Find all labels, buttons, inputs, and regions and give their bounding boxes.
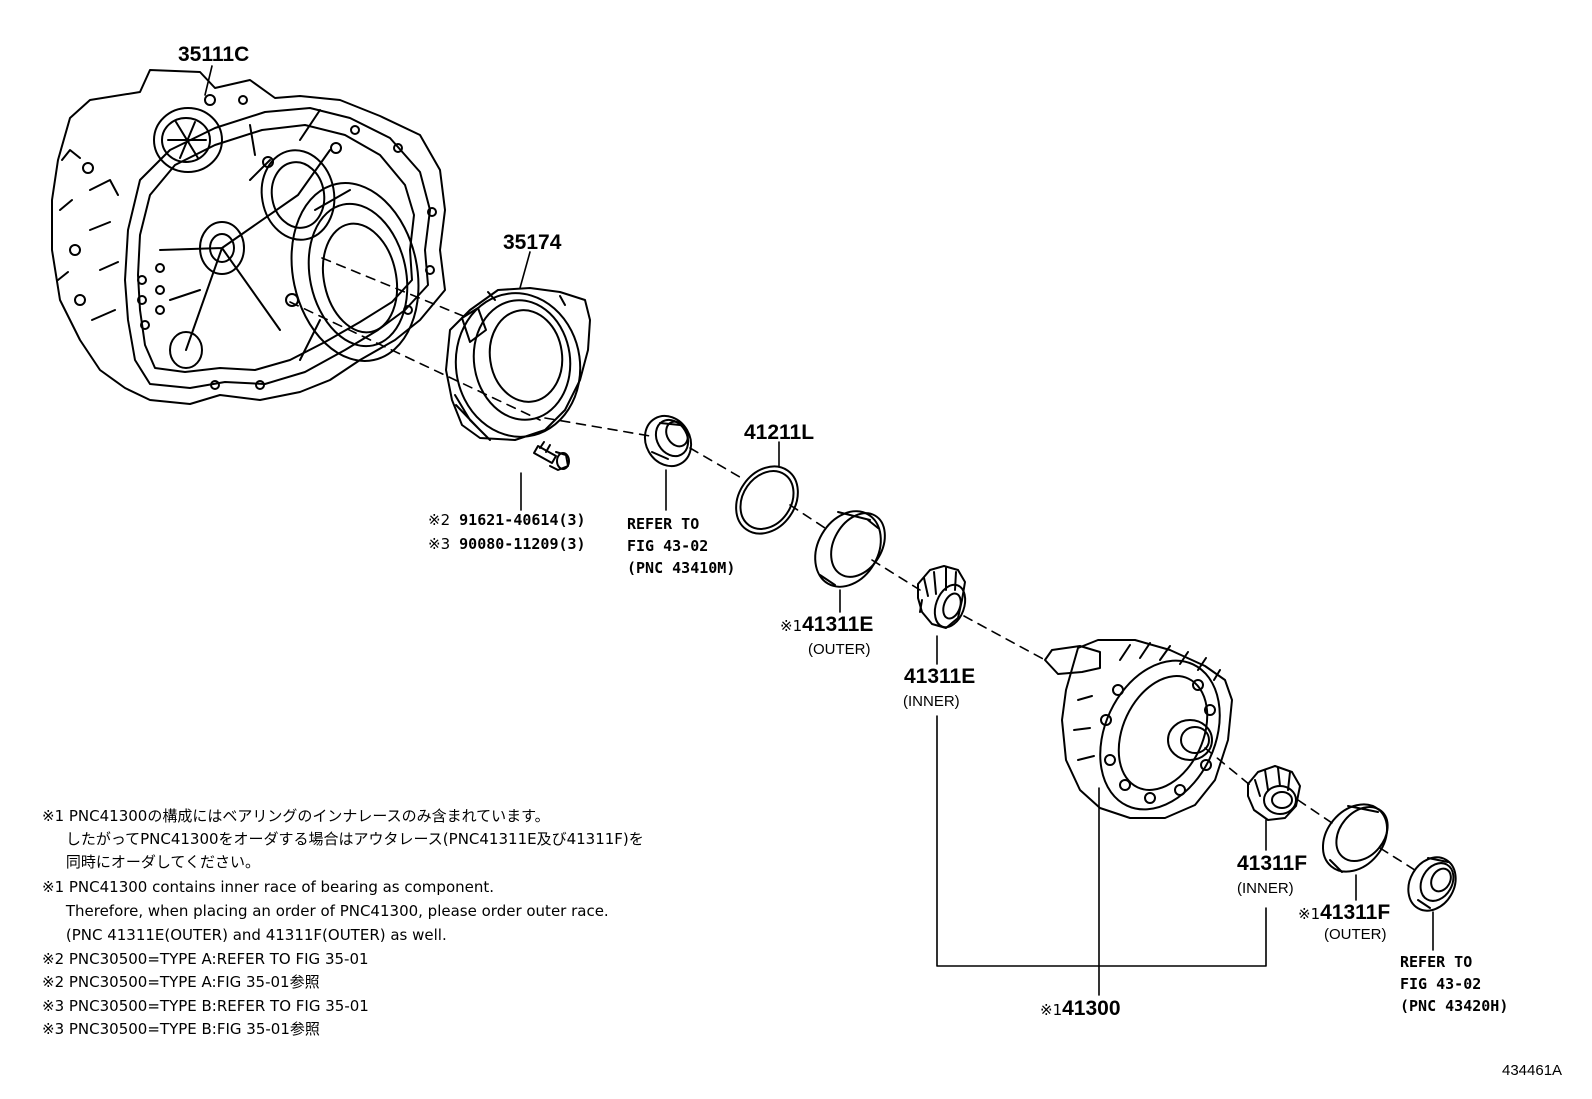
case-cover-illustration [445,287,591,441]
shim-ring-illustration [735,465,799,535]
part-number-outer-race-e[interactable]: ※141311E [780,614,873,635]
outer-race-f-sub: (OUTER) [1324,926,1387,943]
bolt-part-line-1: ※2 91621-40614(3) [428,513,586,528]
note-line: 同時にオーダしてください。 [42,853,260,871]
refer-left-line-2[interactable]: FIG 43-02 [627,537,709,555]
part-number-outer-race-f[interactable]: ※141311F [1298,902,1390,923]
note-marker: ※3 [428,535,451,553]
inner-race-e-sub: (INNER) [903,693,960,710]
part-number-inner-race-f[interactable]: 41311F [1237,852,1308,875]
part-number-differential[interactable]: ※141300 [1040,998,1121,1019]
inner-race-e-illustration [917,565,967,629]
leader-lines [204,65,1434,996]
note-line: ※2 PNC30500=TYPE A:FIG 35-01参照 [42,973,320,991]
inner-race-f-illustration [1247,765,1301,821]
bolt-part-line-2: ※3 90080-11209(3) [428,537,586,552]
note-marker: ※1 [1298,905,1321,923]
outer-race-e-illustration [814,510,886,588]
outer-race-e-sub: (OUTER) [808,641,871,658]
part-number-shim[interactable]: 41211L [744,421,815,444]
differential-assembly-illustration [1044,639,1233,819]
note-line: ※1 PNC41300の構成にはベアリングのインナレースのみ含まれています。 [42,807,550,825]
part-number-cover[interactable]: 35174 [503,231,562,254]
figure-id: 434461A [1502,1062,1563,1079]
note-line: したがってPNC41300をオーダする場合はアウタレース(PNC41311E及び… [42,830,644,848]
refer-right-line-2[interactable]: FIG 43-02 [1400,975,1482,993]
oil-seal-left-illustration [643,414,693,468]
refer-left-line-1[interactable]: REFER TO [627,515,700,533]
part-number-bolt-a[interactable]: 91621-40614(3) [459,511,586,529]
outer-race-f-illustration [1321,803,1389,873]
refer-right-line-3[interactable]: (PNC 43420H) [1400,997,1509,1015]
note-line: Therefore, when placing an order of PNC4… [42,902,609,920]
outer-race-e-number: 41311E [802,613,874,636]
refer-right-line-1[interactable]: REFER TO [1400,953,1473,971]
refer-left-line-3[interactable]: (PNC 43410M) [627,559,736,577]
note-line: ※1 PNC41300 contains inner race of beari… [42,878,495,896]
note-marker: ※1 [780,617,803,635]
note-line: ※3 PNC30500=TYPE B:FIG 35-01参照 [42,1020,320,1038]
assembly-axis-dashed [289,257,1419,873]
outer-race-f-number: 41311F [1320,901,1391,924]
note-line: ※3 PNC30500=TYPE B:REFER TO FIG 35-01 [42,997,369,1015]
differential-number: 41300 [1062,997,1121,1020]
part-number-inner-race-e[interactable]: 41311E [904,665,976,688]
part-number-bolt-b[interactable]: 90080-11209(3) [459,535,586,553]
transaxle-case-illustration [51,69,446,405]
note-line: ※2 PNC30500=TYPE A:REFER TO FIG 35-01 [42,950,369,968]
bolt-illustration [533,441,570,471]
note-line: (PNC 41311E(OUTER) and 41311F(OUTER) as … [42,926,447,944]
part-number-case[interactable]: 35111C [178,43,250,66]
inner-race-f-sub: (INNER) [1237,880,1294,897]
note-marker: ※1 [1040,1001,1063,1019]
note-marker: ※2 [428,511,451,529]
oil-seal-right-illustration [1407,856,1457,912]
